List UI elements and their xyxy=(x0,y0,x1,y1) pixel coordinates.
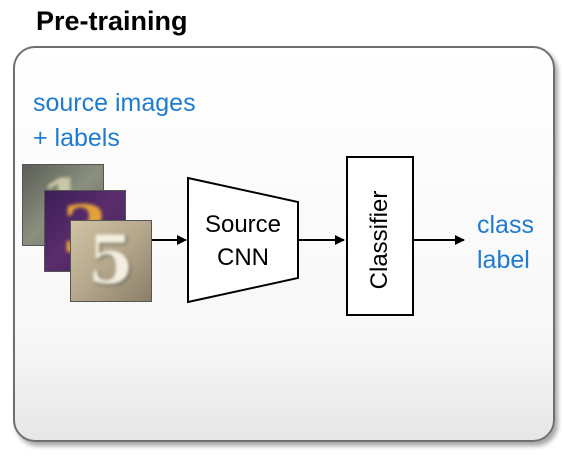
classifier-label: Classifier xyxy=(366,190,393,290)
output-label-line-1: class xyxy=(477,211,534,239)
source-cnn-label: Source CNN xyxy=(188,208,298,274)
source-cnn-trapezoid xyxy=(187,176,299,304)
cnn-label-line-1: Source xyxy=(204,211,282,238)
source-label-line-2: + labels xyxy=(33,124,120,152)
output-label-line-2: label xyxy=(477,246,530,274)
diagram-title: Pre-training xyxy=(36,6,188,36)
class-label-output: class label xyxy=(477,208,534,278)
digit-glyph-3: 5 xyxy=(88,221,134,299)
source-label-line-1: source images xyxy=(33,89,196,117)
source-images-label: source images + labels xyxy=(33,86,196,156)
cnn-label-line-2: CNN xyxy=(217,244,269,271)
classifier-box xyxy=(346,156,414,316)
digit-image-thumbnail-3: 5 xyxy=(70,220,152,302)
